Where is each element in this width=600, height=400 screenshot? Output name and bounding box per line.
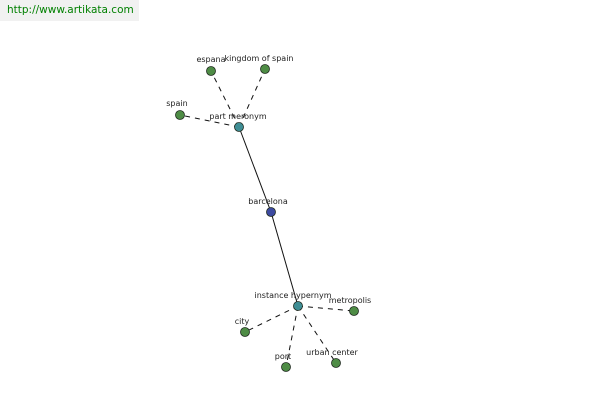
- node-instance-hypernym[interactable]: instance hypernym: [255, 291, 332, 311]
- edge-instance-hypernym-to-city: [244, 305, 299, 333]
- node-label-part-meronym: part meronym: [209, 112, 266, 121]
- node-label-port: port: [275, 352, 291, 361]
- node-spain[interactable]: spain: [166, 99, 188, 120]
- node-espana[interactable]: espana: [196, 55, 226, 76]
- graph-nodes: barcelona part meronym instance hypernym es…: [166, 54, 371, 372]
- node-dot-barcelona[interactable]: [266, 207, 276, 217]
- node-dot-part-meronym[interactable]: [234, 122, 244, 132]
- node-dot-port[interactable]: [281, 362, 291, 372]
- node-label-instance-hypernym: instance hypernym: [255, 291, 332, 300]
- edge-instance-hypernym-to-urban-center: [297, 305, 337, 364]
- edge-instance-hypernym-to-port: [285, 305, 299, 368]
- node-label-kingdom-of-spain: kingdom of spain: [224, 54, 293, 63]
- node-part-meronym[interactable]: part meronym: [209, 112, 267, 132]
- edge-part-meronym-to-espana: [210, 70, 240, 128]
- node-label-urban-center: urban center: [306, 348, 358, 357]
- edge-part-meronym-to-kingdom-of-spain: [238, 68, 266, 128]
- node-label-spain: spain: [166, 99, 187, 108]
- edge-barcelona-to-part-meronym: [238, 126, 272, 213]
- node-dot-metropolis[interactable]: [349, 306, 359, 316]
- node-dot-urban-center[interactable]: [331, 358, 341, 368]
- node-dot-spain[interactable]: [175, 110, 185, 120]
- edge-part-meronym-to-spain: [179, 114, 240, 128]
- node-urban-center[interactable]: urban center: [306, 348, 359, 368]
- node-city[interactable]: city: [235, 317, 250, 337]
- node-label-barcelona: barcelona: [248, 197, 288, 206]
- graph-edges: [179, 68, 355, 368]
- node-port[interactable]: port: [275, 352, 291, 372]
- node-label-espana: espana: [196, 55, 225, 64]
- node-dot-instance-hypernym[interactable]: [293, 301, 303, 311]
- node-metropolis[interactable]: metropolis: [329, 296, 371, 316]
- node-dot-espana[interactable]: [206, 66, 216, 76]
- node-dot-kingdom-of-spain[interactable]: [260, 64, 270, 74]
- node-barcelona[interactable]: barcelona: [248, 197, 288, 217]
- node-label-metropolis: metropolis: [329, 296, 371, 305]
- source-url-link[interactable]: http://www.artikata.com: [0, 0, 139, 21]
- edge-barcelona-to-instance-hypernym: [270, 211, 299, 307]
- edge-instance-hypernym-to-metropolis: [297, 305, 355, 312]
- node-label-city: city: [235, 317, 250, 326]
- node-dot-city[interactable]: [240, 327, 250, 337]
- node-kingdom-of-spain[interactable]: kingdom of spain: [224, 54, 294, 74]
